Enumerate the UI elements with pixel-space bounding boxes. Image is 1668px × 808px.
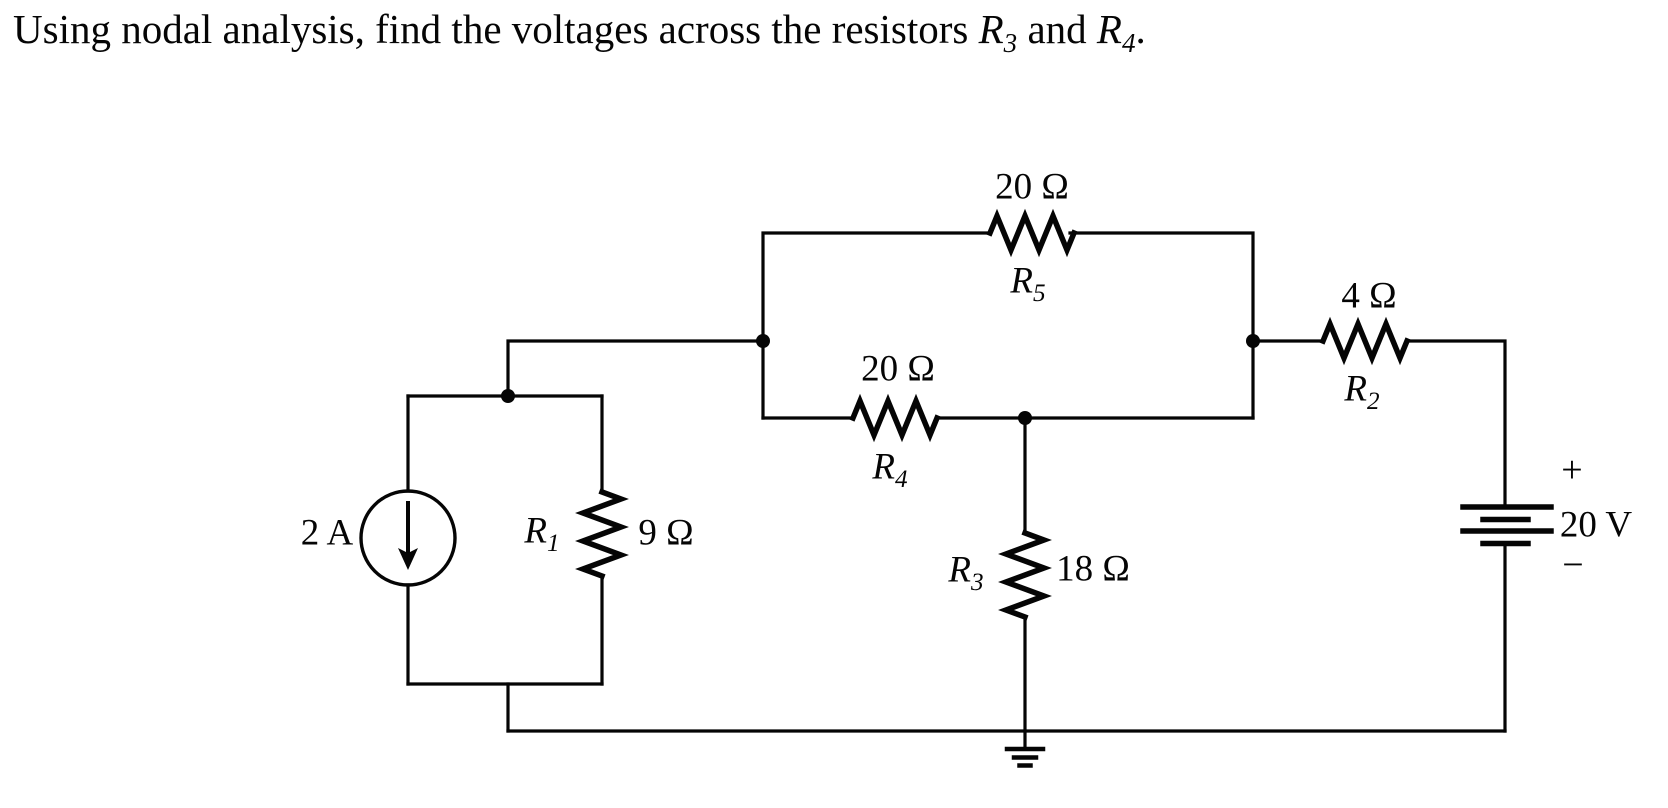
- title-r4-subscript: 4: [1121, 28, 1136, 59]
- voltage-source-value-label: 20 V: [1559, 504, 1633, 546]
- voltage-source-plus-sign: +: [1561, 449, 1583, 491]
- wire-node-a-to-left: [506, 339, 765, 398]
- r5-ref-label: R5: [1010, 260, 1045, 306]
- ground-icon: [1004, 746, 1046, 768]
- r1-ref-label: R1: [524, 510, 559, 556]
- r1-symbol: R: [524, 510, 548, 552]
- r5-symbol: R: [1010, 260, 1034, 302]
- wire-top-left: [761, 231, 992, 420]
- r3-ref-label: R3: [948, 549, 983, 595]
- r5-value-label: 20 Ω: [995, 166, 1069, 208]
- node-dot-a: [756, 334, 770, 348]
- current-source-label: 2 A: [300, 512, 354, 554]
- resistor-r4-zigzag: [849, 393, 941, 443]
- node-dot-left: [501, 389, 515, 403]
- r3-subscript: 3: [971, 568, 984, 596]
- r3-value-label: 18 Ω: [1056, 548, 1130, 590]
- r4-subscript: 4: [895, 465, 908, 493]
- r2-symbol: R: [1344, 368, 1368, 410]
- r5-subscript: 5: [1033, 279, 1046, 307]
- wire-top-right: [1068, 231, 1255, 420]
- resistor-r3-zigzag: [998, 529, 1052, 621]
- voltage-source-minus-sign: −: [1562, 544, 1584, 586]
- r4-ref-label: R4: [872, 446, 907, 492]
- problem-statement: Using nodal analysis, find the voltages …: [13, 4, 1146, 59]
- r2-value-label: 4 Ω: [1341, 275, 1397, 317]
- node-dot-r3: [1018, 411, 1032, 425]
- title-r4-symbol: R: [1096, 6, 1122, 52]
- wire-r2-right: [1405, 339, 1507, 506]
- r1-subscript: 1: [547, 529, 560, 557]
- title-period: .: [1135, 6, 1146, 52]
- resistor-r2-zigzag: [1319, 316, 1411, 366]
- resistor-r1-zigzag: [575, 488, 629, 580]
- battery-icon: [1460, 504, 1554, 547]
- r3-symbol: R: [948, 549, 972, 591]
- current-source-arrowhead-icon: [398, 548, 418, 570]
- title-text: Using nodal analysis, find the voltages …: [13, 6, 979, 52]
- title-r3-subscript: 3: [1003, 28, 1018, 59]
- title-conjunction: and: [1017, 6, 1097, 52]
- resistor-r5-zigzag: [986, 208, 1078, 258]
- r4-value-label: 20 Ω: [861, 348, 935, 390]
- node-dot-b: [1246, 334, 1260, 348]
- r2-subscript: 2: [1367, 387, 1380, 415]
- r2-ref-label: R2: [1344, 368, 1379, 414]
- r4-symbol: R: [872, 446, 896, 488]
- r1-value-label: 9 Ω: [638, 512, 694, 554]
- title-r3-symbol: R: [978, 6, 1004, 52]
